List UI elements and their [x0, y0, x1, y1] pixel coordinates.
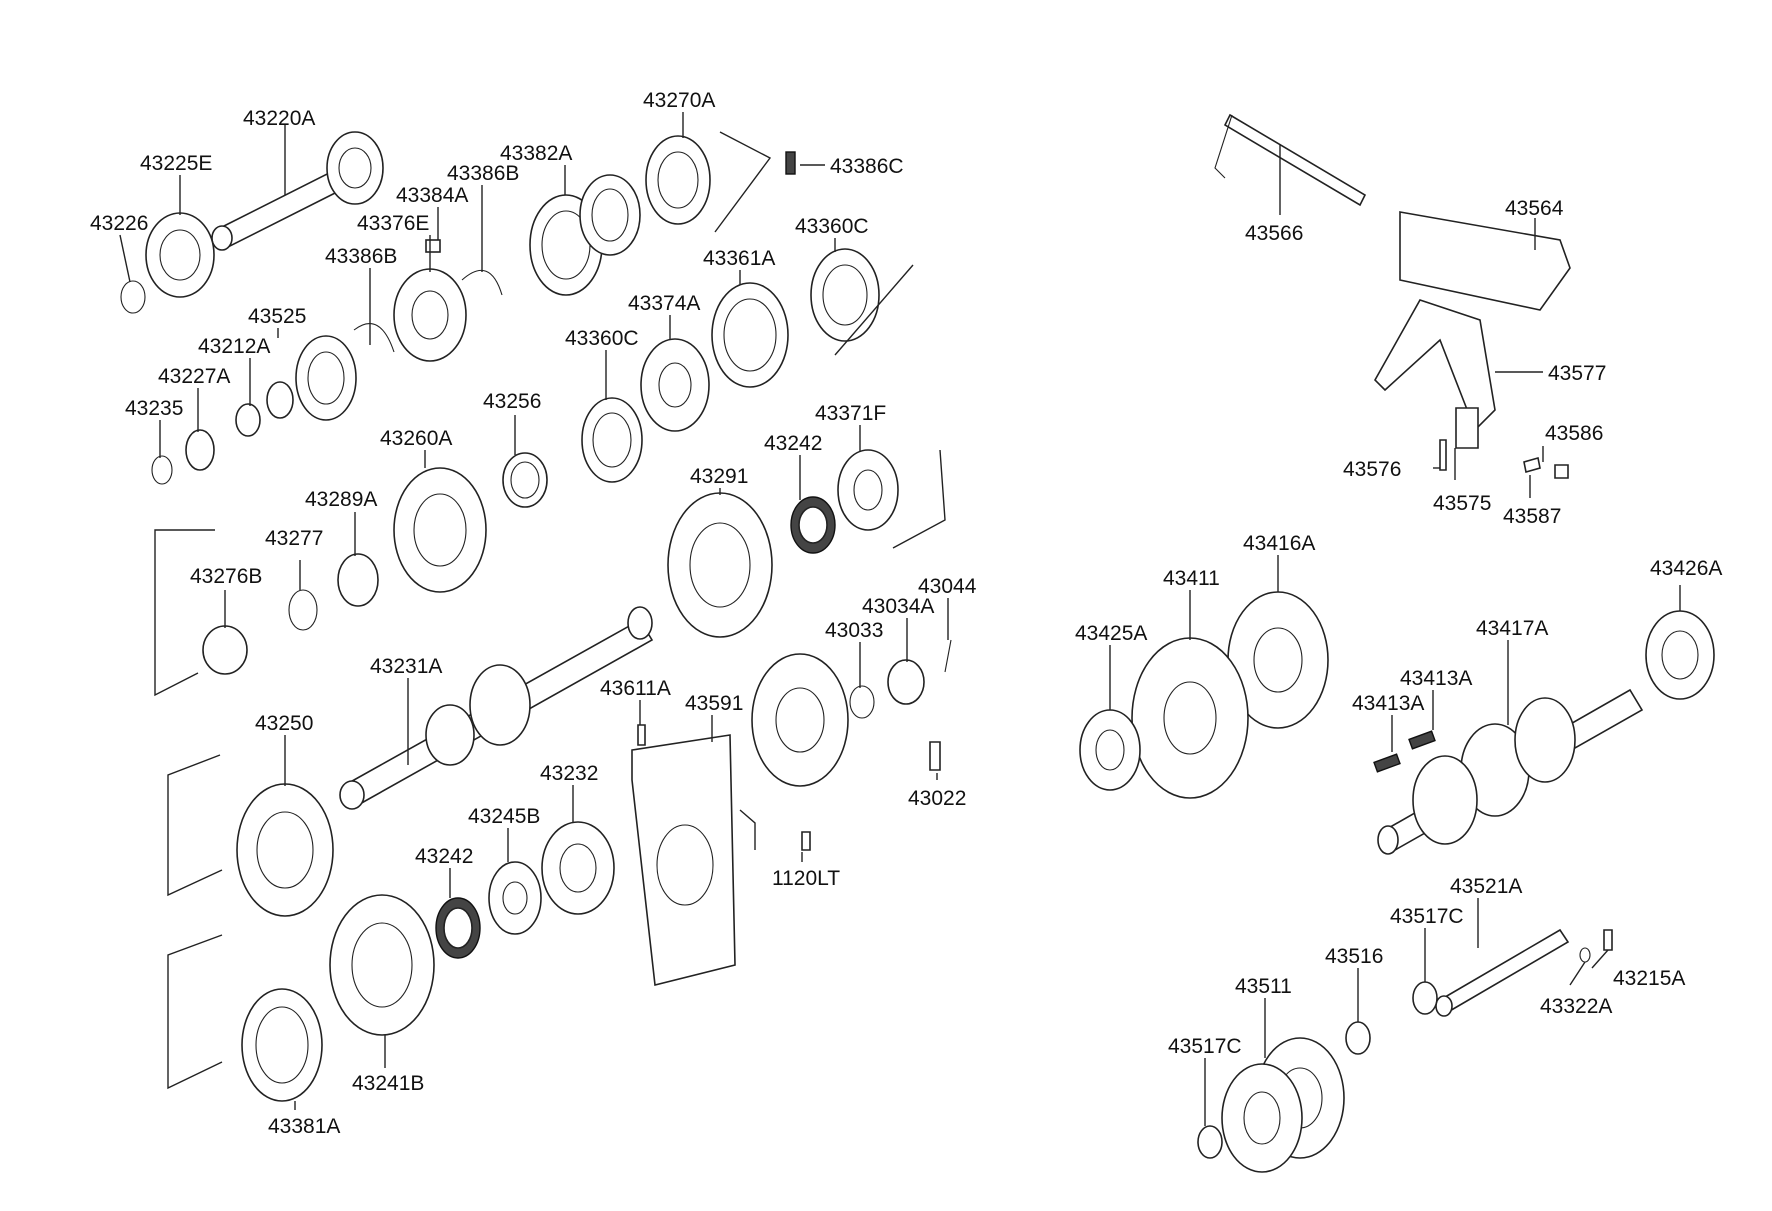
label-43587: 43587: [1503, 505, 1561, 528]
label-43220A: 43220A: [243, 107, 315, 130]
label-43576: 43576: [1343, 458, 1401, 481]
label-43226: 43226: [90, 212, 148, 235]
label-43227A: 43227A: [158, 365, 230, 388]
label-43511: 43511: [1235, 975, 1292, 998]
label-43416A: 43416A: [1243, 532, 1315, 555]
label-43586: 43586: [1545, 422, 1603, 445]
label-43361A: 43361A: [703, 247, 775, 270]
label-43215A: 43215A: [1613, 967, 1685, 990]
part-number-labels: 43220A 43225E 43226 43270A 43382A 43386B…: [90, 89, 1722, 1138]
label-43525: 43525: [248, 305, 306, 328]
label-43033: 43033: [825, 619, 883, 642]
label-43521A: 43521A: [1450, 875, 1522, 898]
label-43577: 43577: [1548, 362, 1606, 385]
label-43270A: 43270A: [643, 89, 715, 112]
label-43245B: 43245B: [468, 805, 540, 828]
label-43232: 43232: [540, 762, 598, 785]
label-43426A: 43426A: [1650, 557, 1722, 580]
label-43386C: 43386C: [830, 155, 904, 178]
label-43371F: 43371F: [815, 402, 886, 425]
main-shaft-assembly-drawing: [120, 131, 952, 1102]
label-43575: 43575: [1433, 492, 1491, 515]
label-43212A: 43212A: [198, 335, 270, 358]
label-43566: 43566: [1245, 222, 1303, 245]
label-43231A: 43231A: [370, 655, 442, 678]
label-43611A: 43611A: [600, 677, 671, 700]
label-43322A: 43322A: [1540, 995, 1612, 1018]
label-43376E: 43376E: [357, 212, 429, 235]
label-43034A: 43034A: [862, 595, 934, 618]
label-43417A: 43417A: [1476, 617, 1548, 640]
label-43256: 43256: [483, 390, 541, 413]
label-43277: 43277: [265, 527, 323, 550]
label-43291: 43291: [690, 465, 748, 488]
label-43360C-lower: 43360C: [565, 327, 639, 350]
leader-lines: [119, 112, 1681, 1126]
shift-and-counter-assembly-drawing: [1079, 113, 1715, 1173]
label-43241B: 43241B: [352, 1072, 424, 1095]
label-43413A-lower: 43413A: [1352, 692, 1424, 715]
label-43242-lower: 43242: [415, 845, 473, 868]
label-43381A: 43381A: [268, 1115, 340, 1138]
label-43382A: 43382A: [500, 142, 572, 165]
label-43250: 43250: [255, 712, 313, 735]
label-43022: 43022: [908, 787, 966, 810]
label-43289A: 43289A: [305, 488, 377, 511]
label-43225E: 43225E: [140, 152, 212, 175]
label-43411: 43411: [1163, 567, 1220, 590]
label-43384A: 43384A: [396, 184, 468, 207]
label-43374A: 43374A: [628, 292, 700, 315]
label-43425A: 43425A: [1075, 622, 1147, 645]
label-43386B-upper: 43386B: [447, 162, 519, 185]
label-43235: 43235: [125, 397, 183, 420]
label-1120LT: 1120LT: [772, 867, 840, 890]
label-43591: 43591: [685, 692, 743, 715]
label-43360C-upper: 43360C: [795, 215, 869, 238]
label-43516: 43516: [1325, 945, 1383, 968]
label-43242-upper: 43242: [764, 432, 822, 455]
label-43564: 43564: [1505, 197, 1564, 220]
label-43260A: 43260A: [380, 427, 452, 450]
label-43276B: 43276B: [190, 565, 262, 588]
label-43386B-lower: 43386B: [325, 245, 397, 268]
label-43517C-lower: 43517C: [1168, 1035, 1242, 1058]
label-43517C-upper: 43517C: [1390, 905, 1464, 928]
label-43413A-upper: 43413A: [1400, 667, 1472, 690]
label-43044: 43044: [918, 575, 977, 598]
